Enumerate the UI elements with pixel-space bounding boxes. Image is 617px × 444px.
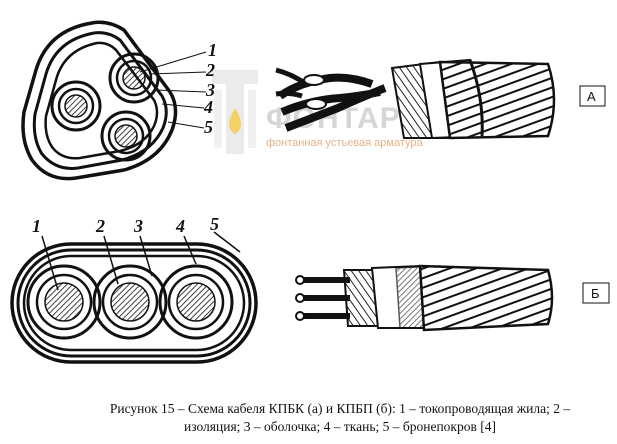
flat-cable-perspective [295, 264, 554, 332]
label-a: А [587, 89, 596, 104]
label-box-a [579, 85, 606, 107]
label-b: Б [591, 286, 600, 301]
round-cable-perspective [275, 58, 556, 140]
round-cable-cross-section [21, 20, 207, 181]
callout-top-4: 4 [203, 97, 213, 117]
callout-bottom-5: 5 [210, 214, 219, 234]
flat-cable-cross-section [10, 231, 258, 364]
watermark-logo [212, 70, 258, 154]
label-box-b [582, 282, 610, 304]
callout-top-5: 5 [204, 117, 213, 137]
callout-bottom-2: 2 [95, 216, 105, 236]
caption-line-1: Рисунок 15 – Схема кабеля КПБК (а) и КПБ… [109, 401, 571, 416]
caption-line-2: изоляция; 3 – оболочка; 4 – ткань; 5 – б… [184, 419, 496, 434]
callout-bottom-1: 1 [32, 216, 41, 236]
callout-bottom-3: 3 [133, 216, 143, 236]
callout-top-2: 2 [205, 60, 215, 80]
figure-caption: Рисунок 15 – Схема кабеля КПБК (а) и КПБ… [80, 400, 600, 436]
callout-bottom-4: 4 [175, 216, 185, 236]
callout-top-1: 1 [208, 40, 217, 60]
watermark-subtitle: фонтанная устьевая арматура [266, 137, 423, 149]
callout-top-3: 3 [205, 80, 215, 100]
